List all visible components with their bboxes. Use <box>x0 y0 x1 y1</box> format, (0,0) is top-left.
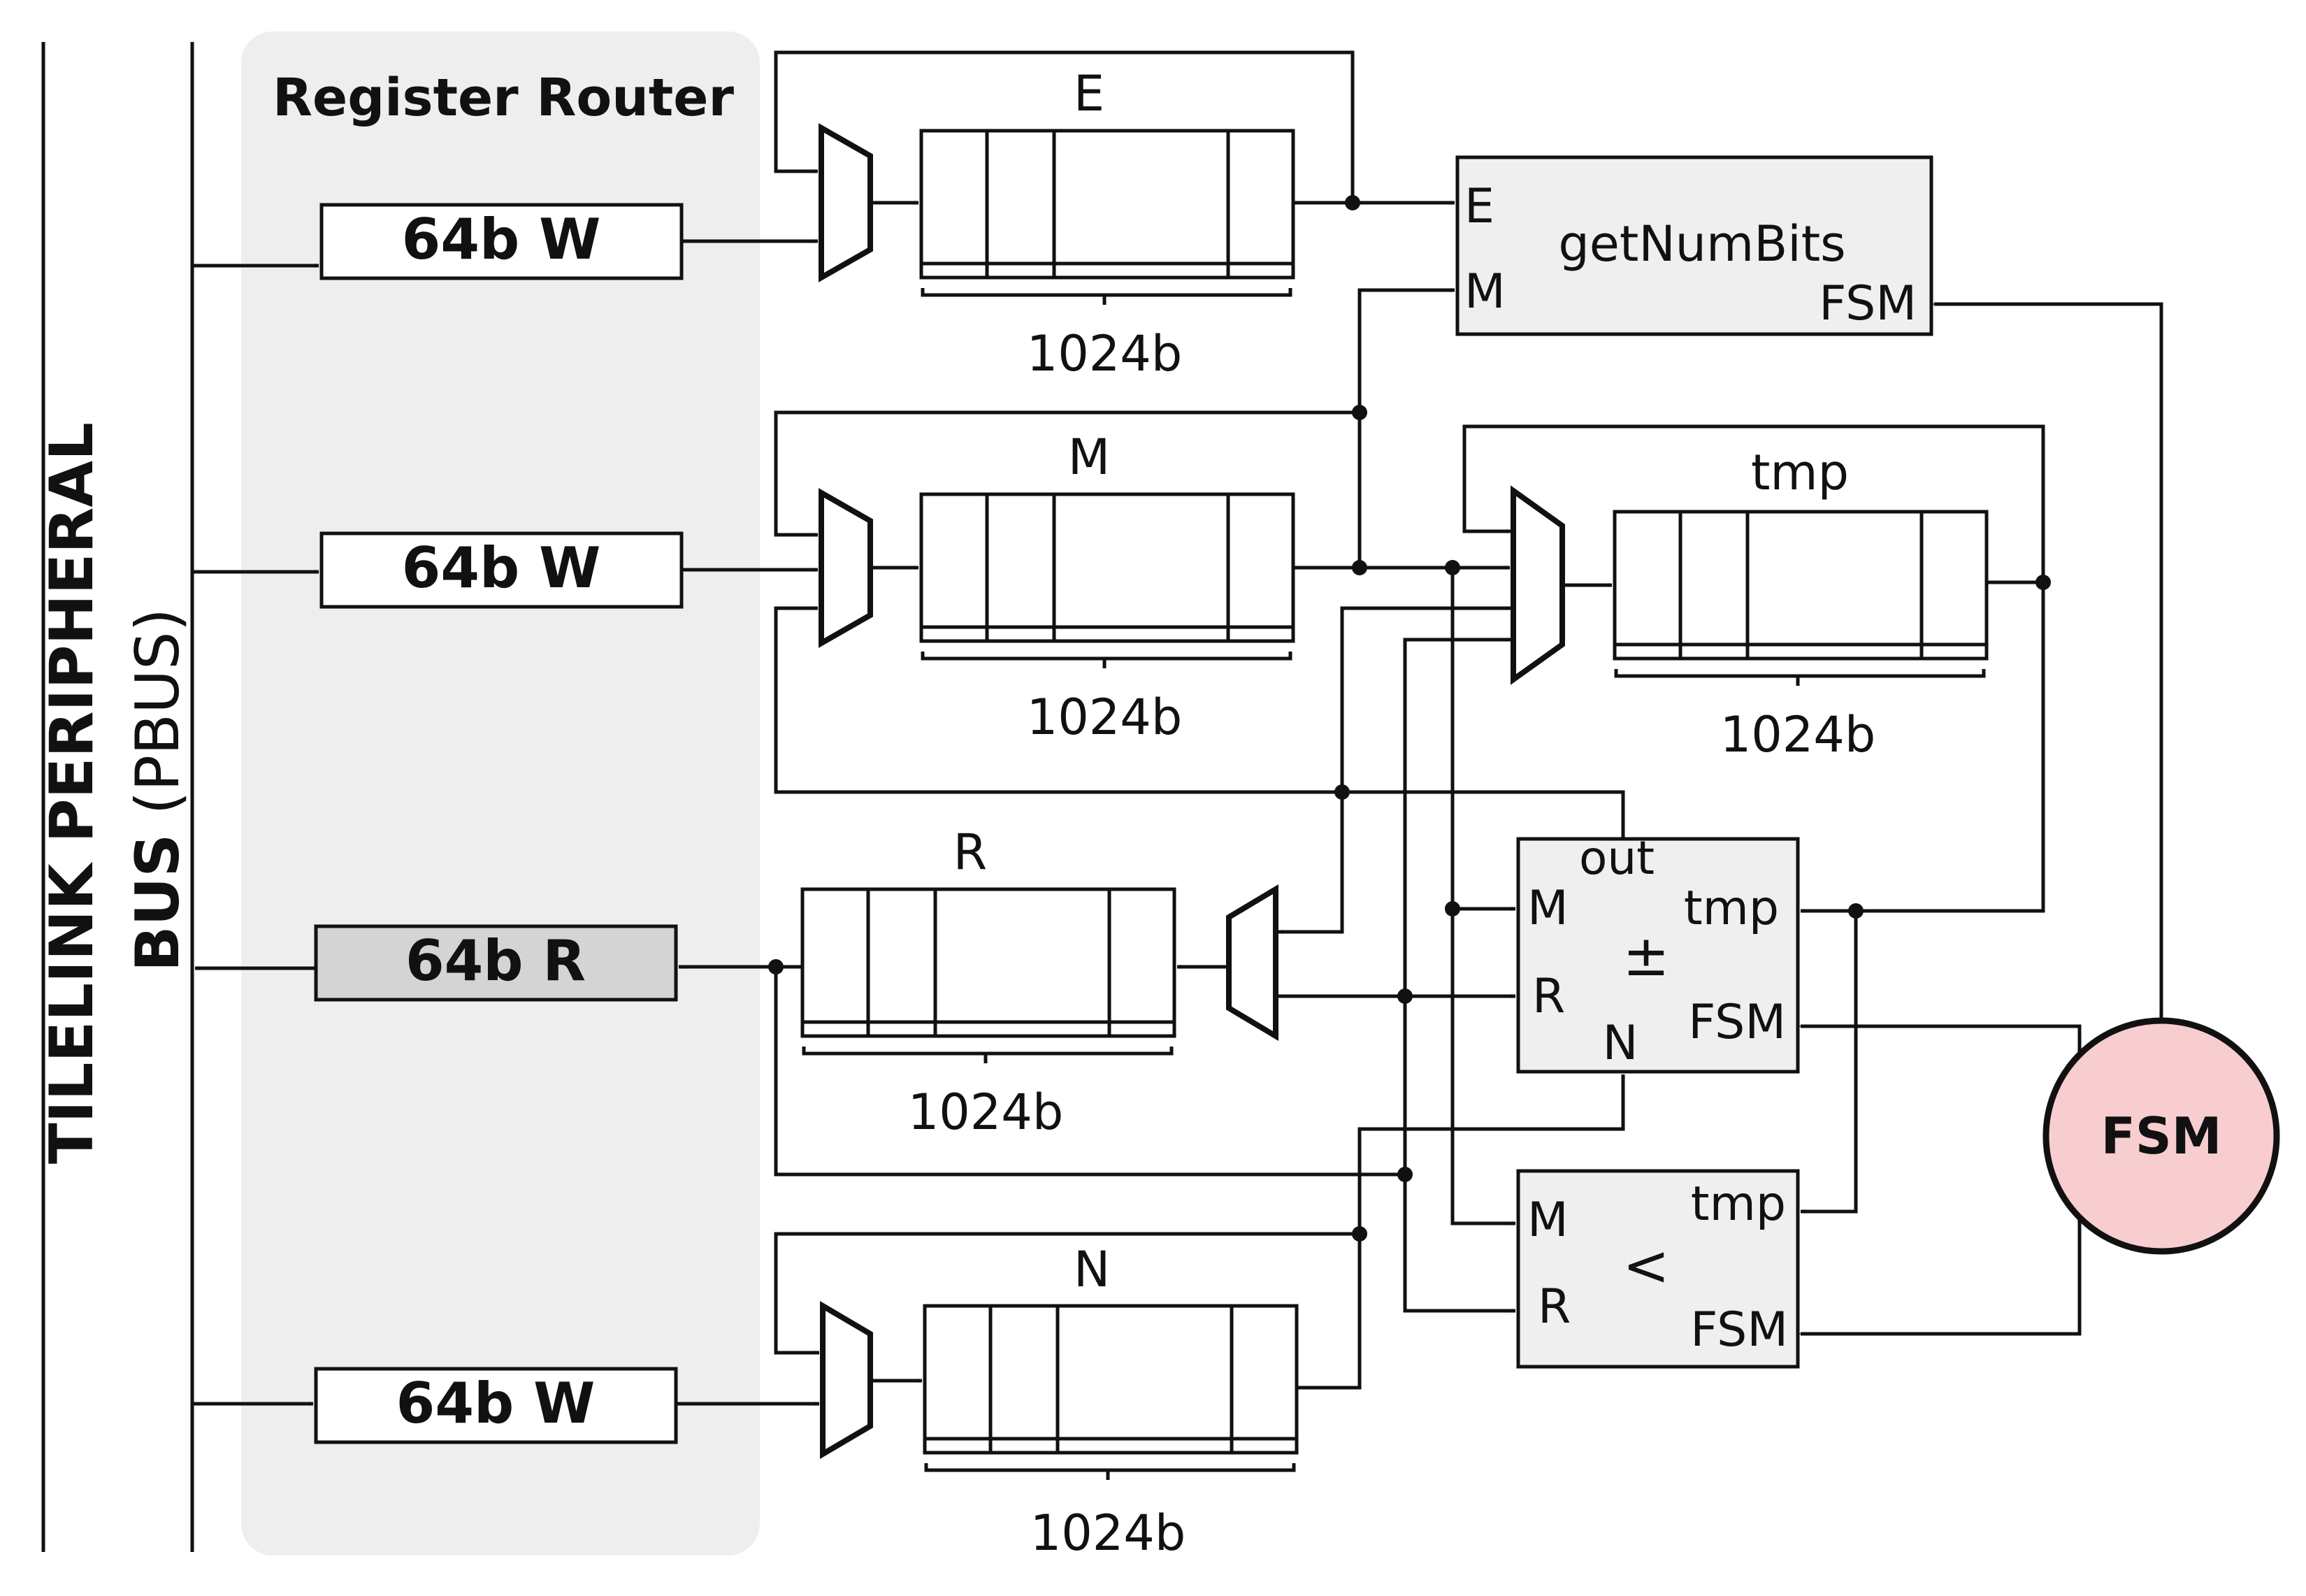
addsub-port-m: M <box>1527 881 1569 936</box>
write-label-m: 64b W <box>402 535 601 601</box>
compare-port-r: R <box>1538 1279 1571 1335</box>
addsub-op: ± <box>1622 923 1669 988</box>
register-n-width: 1024b <box>1030 1504 1186 1562</box>
register-m-name: M <box>1068 429 1110 486</box>
register-router-panel <box>241 31 760 1555</box>
wire-m-feedback <box>774 410 1360 537</box>
register-router-title: Register Router <box>273 68 734 128</box>
wire-mux-tmp-in-2 <box>1403 638 1511 1166</box>
junction-dots <box>768 195 2051 1242</box>
register-e-name: E <box>1074 65 1104 122</box>
wire-addsub-out-to-mux-r <box>1278 792 1344 934</box>
wire-addsub-out-to-mux-m <box>774 606 1625 839</box>
register-r-name: R <box>953 824 988 881</box>
register-e <box>919 129 1295 280</box>
write-box-e <box>319 203 684 280</box>
register-r <box>800 887 1176 1038</box>
mux-m <box>819 488 873 648</box>
register-r-width: 1024b <box>908 1084 1064 1141</box>
register-m <box>919 492 1295 643</box>
register-tmp <box>1613 510 1989 661</box>
getnumbits-title: getNumBits <box>1558 215 1845 273</box>
register-tmp-name: tmp <box>1751 444 1849 501</box>
wire-reg-n-out <box>1297 1234 1362 1390</box>
bus-label-pbus: (PBUS) <box>123 608 193 834</box>
getnumbits-port-m: M <box>1464 264 1506 319</box>
wire-n-feedback <box>774 1232 1360 1355</box>
wire-compare-fsm <box>1796 1217 2082 1336</box>
wire-r-to-compare <box>1403 996 1516 1313</box>
addsub-port-out: out <box>1579 831 1655 885</box>
wire-r-loop <box>774 967 1405 1177</box>
read-box-r <box>314 924 678 1002</box>
main-fsm <box>2042 1017 2280 1255</box>
register-tmp-width: 1024b <box>1720 706 1876 763</box>
wire-e-feedback <box>774 50 1355 203</box>
compare-op: < <box>1622 1233 1669 1298</box>
mux-tmp <box>1511 485 1565 685</box>
register-n <box>923 1304 1299 1455</box>
register-m-width: 1024b <box>1027 689 1183 746</box>
register-n-name: N <box>1074 1241 1110 1298</box>
wire-m-to-getnumbits <box>1357 288 1455 568</box>
compare-module <box>1516 1169 1800 1369</box>
mux-r <box>1226 884 1278 1042</box>
addsub-port-tmp: tmp <box>1684 881 1779 936</box>
wire-m-to-compare <box>1450 909 1516 1225</box>
wire-mux-tmp-in-1 <box>1340 606 1511 792</box>
wire-tmp-to-compare <box>1800 911 1858 1214</box>
bus-label-line2: BUS (PBUS) <box>123 608 193 972</box>
bus-label-line1: TILELINK PERIPHERAL <box>37 422 107 1164</box>
write-label-e: 64b W <box>402 207 601 272</box>
compare-port-fsm: FSM <box>1690 1302 1788 1358</box>
addsub-port-n: N <box>1603 1016 1638 1071</box>
addsub-port-fsm: FSM <box>1688 995 1786 1050</box>
addsub-module <box>1516 837 1800 1074</box>
mux-n <box>820 1301 873 1459</box>
bus-label-bus: BUS <box>123 834 193 972</box>
register-e-width: 1024b <box>1027 325 1183 382</box>
write-box-m <box>319 531 684 609</box>
wire-m-to-addsub <box>1450 568 1516 911</box>
getnumbits-port-fsm: FSM <box>1819 276 1917 331</box>
wire-n-to-addsub <box>1357 1074 1625 1234</box>
wire-addsub-fsm <box>1796 1024 2082 1055</box>
wire-getnumbits-fsm <box>1930 302 2163 1019</box>
read-label-r: 64b R <box>405 928 586 993</box>
compare-port-m: M <box>1527 1193 1569 1248</box>
getnumbits-module <box>1455 155 1933 336</box>
write-label-n: 64b W <box>396 1371 596 1436</box>
addsub-port-r: R <box>1532 969 1565 1024</box>
mux-e <box>819 123 873 282</box>
compare-port-tmp: tmp <box>1691 1177 1786 1232</box>
main-fsm-label: FSM <box>2101 1107 2222 1165</box>
getnumbits-port-e: E <box>1464 179 1494 234</box>
